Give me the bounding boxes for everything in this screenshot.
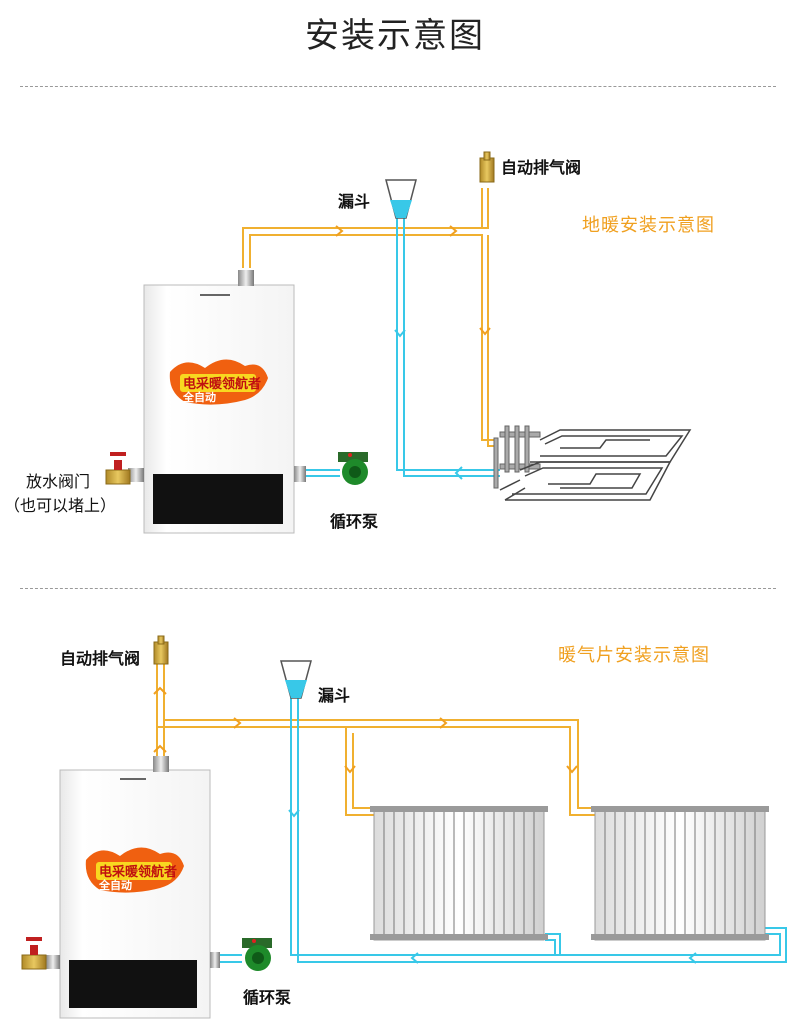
auto-air-valve-icon — [479, 151, 495, 183]
drain-valve-icon-2 — [21, 937, 47, 970]
badge-subtext-2: 全自动 — [98, 878, 132, 892]
floor-supply-arrows — [335, 225, 491, 336]
funnel-icon-2 — [280, 660, 312, 699]
auto-air-valve-icon-2 — [153, 635, 169, 665]
radiator-panel-2 — [591, 806, 769, 941]
radiator-return-pipe — [218, 698, 787, 963]
floor-heating-title: 地暖安装示意图 — [582, 215, 715, 236]
circulation-pump-icon — [338, 452, 368, 485]
page-title: 安装示意图 — [305, 16, 485, 56]
floor-heating-diagram: 电采暖领航者 全自动 — [105, 151, 692, 534]
floor-return-pipe — [300, 218, 500, 477]
boiler-badge-1: 电采暖领航者 全自动 — [169, 359, 268, 405]
floor-auto-air-valve-label: 自动排气阀 — [501, 158, 582, 177]
radiator-supply-arrows — [153, 686, 578, 774]
drain-valve-icon — [105, 452, 131, 485]
floor-return-arrows — [394, 329, 463, 480]
radiator-title: 暖气片安装示意图 — [558, 645, 710, 666]
radiator-diagram: 电采暖领航者 全自动 — [21, 635, 787, 1019]
floor-supply-pipe — [242, 188, 496, 447]
drain-valve-label: 放水阀门 — [26, 472, 91, 491]
badge-subtext-1: 全自动 — [182, 390, 216, 404]
drain-valve-note: （也可以堵上） — [4, 496, 117, 515]
badge-text-1: 电采暖领航者 — [183, 376, 261, 392]
radiator-auto-air-valve-label: 自动排气阀 — [60, 649, 141, 668]
boiler-unit-2 — [46, 756, 220, 1019]
circulation-pump-icon-2 — [242, 938, 272, 971]
boiler-unit-1 — [128, 270, 306, 534]
divider-middle — [20, 588, 776, 589]
divider-top — [20, 86, 776, 87]
radiator-panel-1 — [370, 806, 548, 941]
radiator-supply-pipe — [156, 664, 595, 816]
floor-heating-coil — [499, 429, 692, 501]
radiator-pump-label: 循环泵 — [243, 988, 292, 1007]
floor-manifold — [493, 425, 541, 489]
badge-text-2: 电采暖领航者 — [99, 864, 177, 880]
radiator-return-arrows — [288, 809, 697, 964]
floor-pump-label: 循环泵 — [330, 512, 379, 531]
funnel-icon — [385, 179, 417, 219]
boiler-badge-2: 电采暖领航者 全自动 — [85, 847, 184, 893]
radiator-funnel-label: 漏斗 — [318, 686, 351, 705]
floor-funnel-label: 漏斗 — [338, 192, 371, 211]
